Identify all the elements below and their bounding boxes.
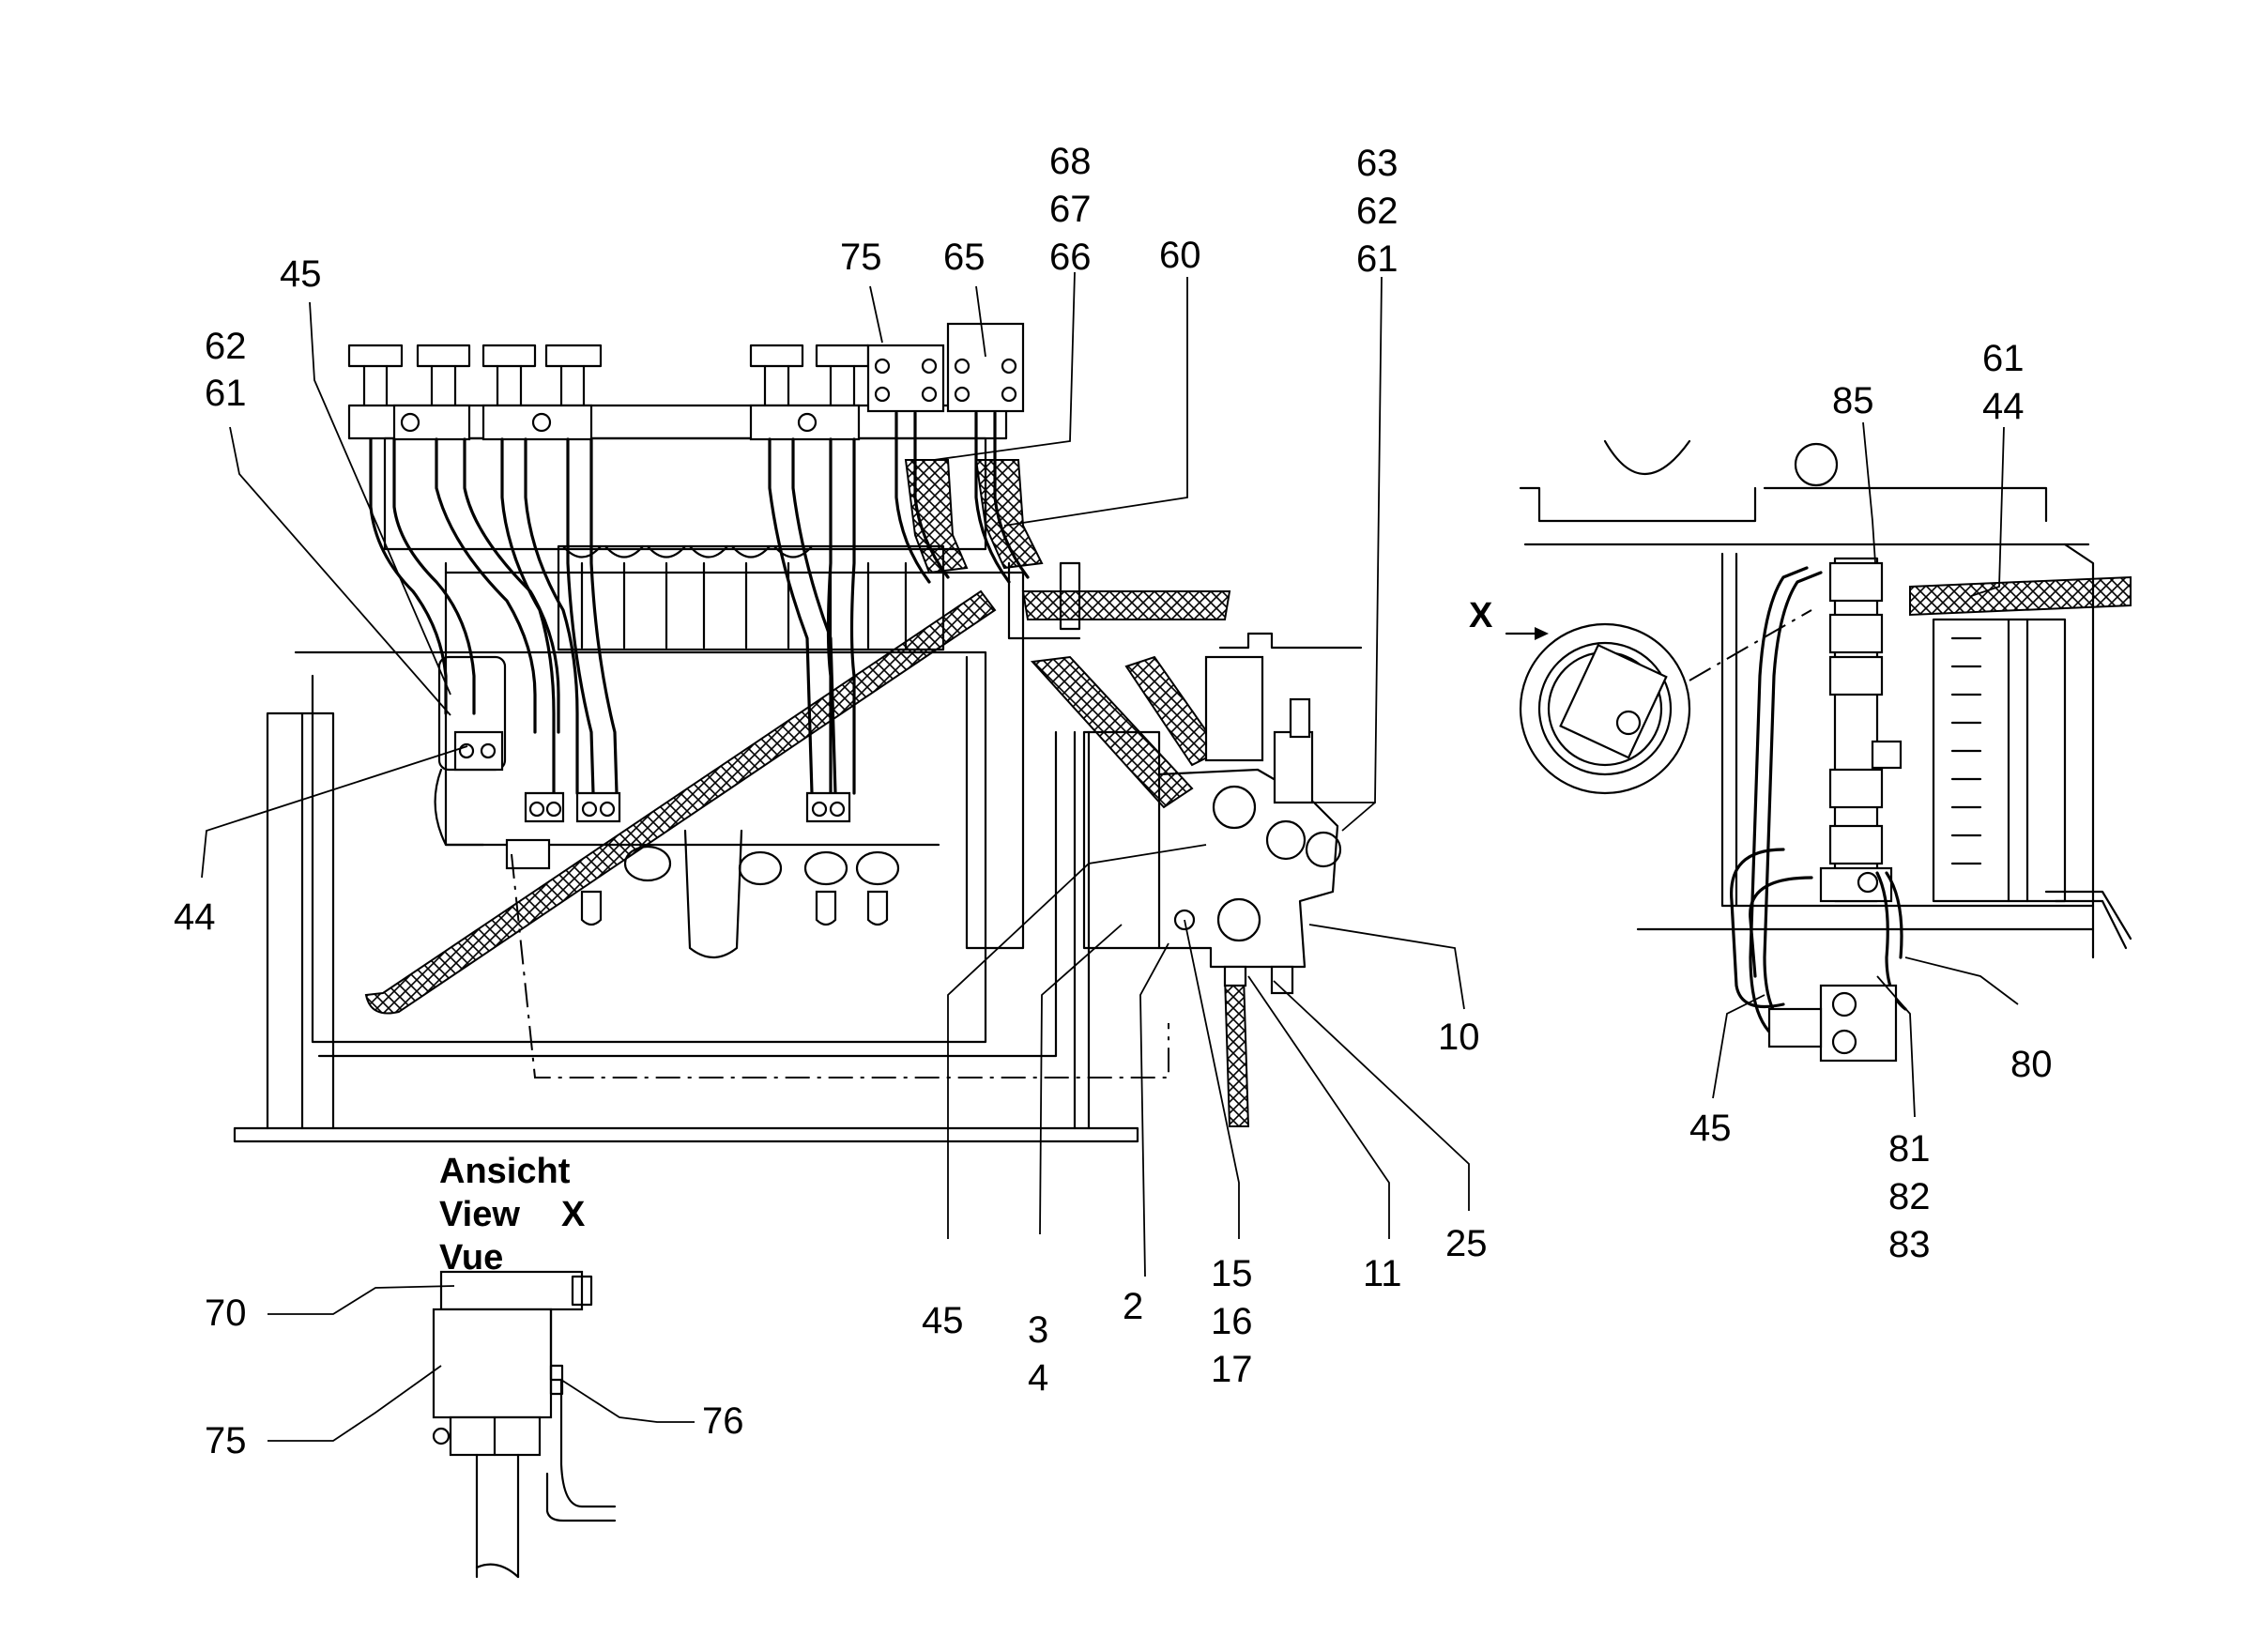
label-83: 83: [1888, 1224, 1931, 1265]
label-44-right: 44: [1982, 386, 2025, 427]
label-44-left: 44: [174, 896, 216, 938]
view-direction-marker: X: [1469, 596, 1493, 635]
view-x-detail: [432, 1270, 617, 1579]
label-4: 4: [1028, 1357, 1048, 1399]
label-75-bottom: 75: [205, 1420, 247, 1461]
lower-pump: [1767, 984, 1898, 1063]
leader-lines: [201, 271, 2019, 1442]
pressure-hose-left: [904, 459, 969, 574]
label-76: 76: [702, 1400, 744, 1442]
drain-plugs: [580, 829, 900, 959]
label-85: 85: [1832, 380, 1874, 421]
label-10: 10: [1438, 1017, 1480, 1058]
label-3: 3: [1028, 1309, 1048, 1351]
valve-bank: [347, 344, 1008, 551]
label-62-mid: 62: [1356, 191, 1398, 232]
hydraulic-pipes: [369, 437, 856, 823]
label-62-left: 62: [205, 326, 247, 367]
label-25: 25: [1445, 1223, 1488, 1264]
label-61-right: 61: [1982, 338, 2025, 379]
label-45-mid: 45: [922, 1300, 964, 1341]
motor-flange: [1519, 622, 1691, 795]
caption-view: View: [439, 1195, 520, 1234]
caption-ansicht: Ansicht: [439, 1152, 571, 1191]
label-15: 15: [1211, 1253, 1253, 1294]
label-17: 17: [1211, 1349, 1253, 1390]
cooler-fins: [557, 544, 945, 651]
label-67: 67: [1049, 189, 1092, 230]
part-number-labels: 45 62 61 44 75 65 68 67 66 60 63 62 61 1…: [174, 141, 2053, 1461]
left-valve-block: [434, 655, 551, 870]
view-x-caption: Ansicht View X Vue: [439, 1152, 586, 1277]
label-63: 63: [1356, 143, 1398, 184]
valve-stack: [1819, 557, 1903, 903]
label-60: 60: [1159, 235, 1201, 276]
label-70: 70: [205, 1293, 247, 1334]
label-82: 82: [1888, 1176, 1931, 1217]
pump-assembly: [1082, 632, 1363, 995]
main-view: [233, 322, 1363, 1143]
hoses-45: [1730, 848, 1813, 1009]
label-81: 81: [1888, 1128, 1931, 1170]
label-45-top: 45: [280, 253, 322, 295]
label-45-right: 45: [1689, 1108, 1732, 1149]
label-11: 11: [1363, 1253, 1402, 1294]
label-2: 2: [1123, 1286, 1143, 1327]
caption-vue: Vue: [439, 1238, 503, 1277]
drain-hose: [1223, 975, 1250, 1127]
label-65-top: 65: [943, 237, 986, 278]
return-line-right: [1909, 575, 2132, 617]
pressure-hose-right: [974, 459, 1044, 570]
label-16: 16: [1211, 1301, 1253, 1342]
label-61-left: 61: [205, 373, 247, 414]
cooler-fins-side: [1932, 618, 2067, 903]
side-view: [1505, 439, 2132, 1063]
return-hose: [1021, 590, 1231, 620]
label-61-mid: 61: [1356, 238, 1398, 280]
label-80: 80: [2010, 1044, 2053, 1085]
label-75-top: 75: [840, 237, 882, 278]
hoses-85: [1749, 566, 1823, 1046]
suction-hose: [364, 589, 997, 1015]
hose-clamps-75-65: [866, 322, 1081, 640]
label-66: 66: [1049, 237, 1092, 278]
label-68: 68: [1049, 141, 1092, 182]
caption-view-mark: X: [561, 1195, 586, 1234]
